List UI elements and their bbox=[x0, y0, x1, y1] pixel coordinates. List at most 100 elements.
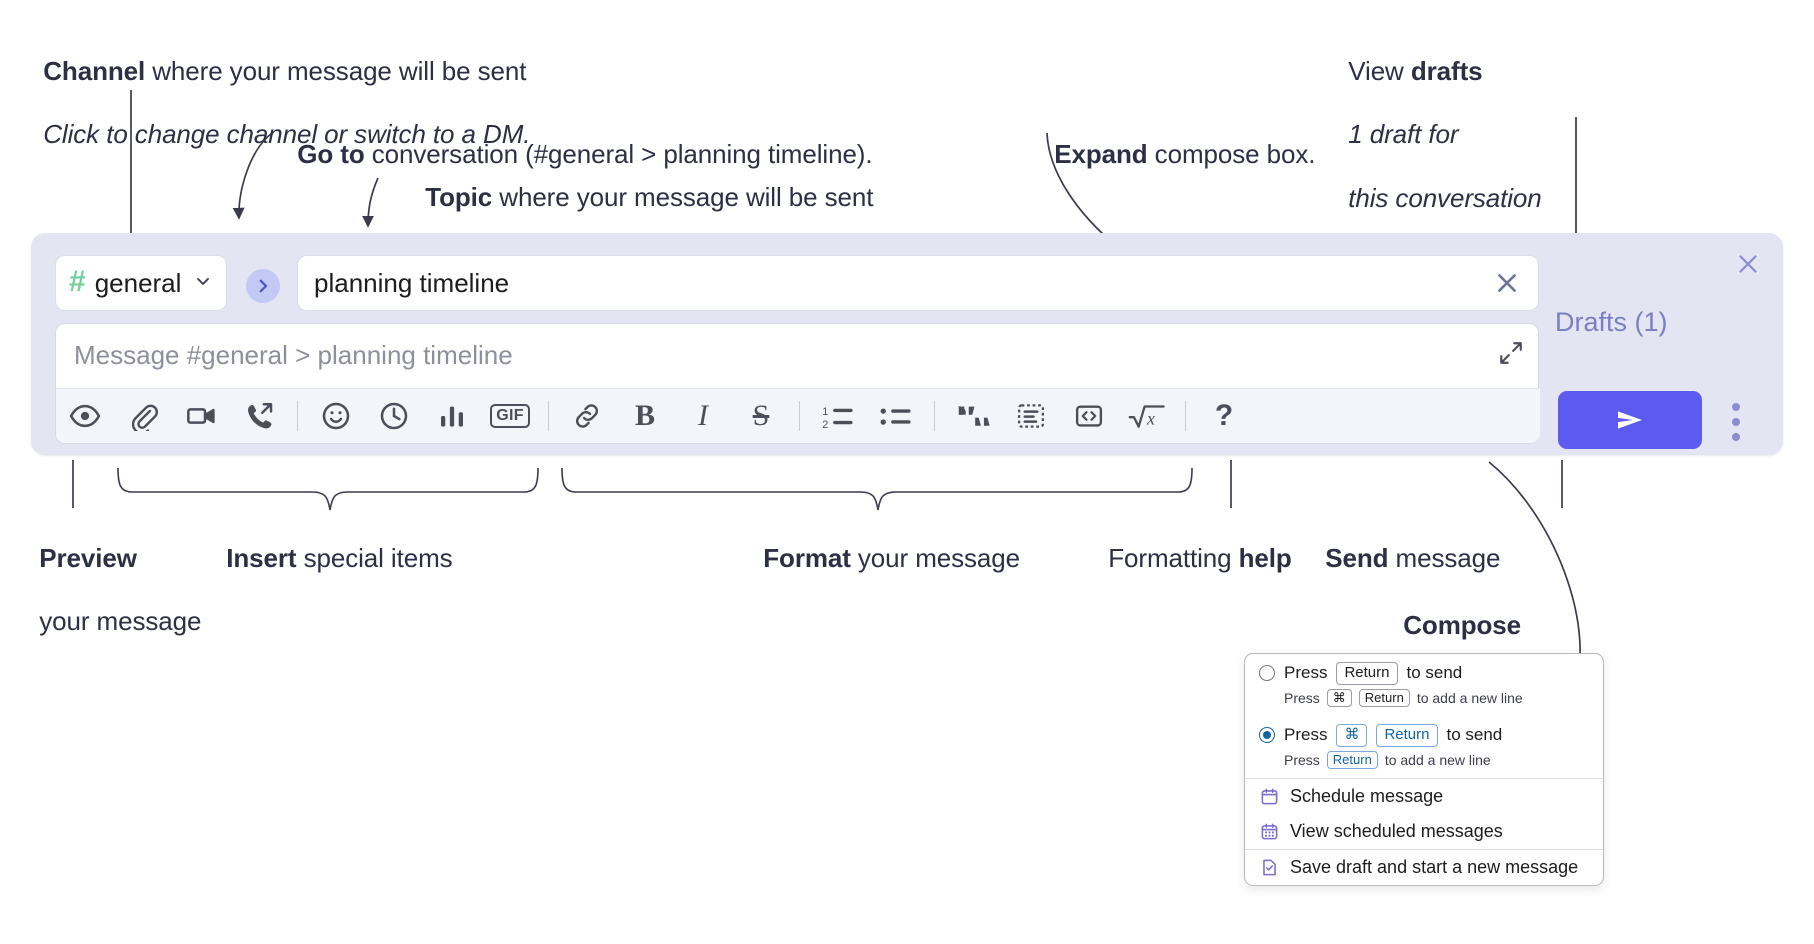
video-clip-button[interactable] bbox=[172, 389, 230, 443]
menu-item-save-draft[interactable]: Save draft and start a new message bbox=[1245, 850, 1603, 885]
schedule-button[interactable] bbox=[365, 389, 423, 443]
kebab-dot bbox=[1732, 418, 1740, 426]
annotation-topic-bold: Topic bbox=[425, 181, 493, 212]
send-option-return[interactable]: Press Return to send bbox=[1245, 654, 1603, 687]
preview-button[interactable] bbox=[56, 389, 114, 443]
radio-button-unselected[interactable] bbox=[1259, 665, 1275, 682]
strikethrough-button[interactable]: S bbox=[732, 389, 790, 443]
kebab-dot bbox=[1732, 403, 1740, 411]
calendar-grid-icon bbox=[1259, 822, 1279, 842]
annotation-topic: Topic where your message will be sent bbox=[411, 150, 873, 213]
annotation-drafts-italic2: this conversation bbox=[1348, 182, 1542, 213]
question-mark-icon: ? bbox=[1214, 399, 1234, 432]
send-button[interactable] bbox=[1558, 391, 1702, 449]
annotation-formatting-help-plain: Formatting bbox=[1108, 542, 1239, 573]
topic-value: planning timeline bbox=[314, 267, 510, 298]
compose-panel: Drafts (1) # general planning timeline bbox=[31, 233, 1783, 455]
annotation-format-bold: Format bbox=[763, 542, 851, 573]
annotation-drafts: View drafts 1 draft for this conversatio… bbox=[1334, 24, 1542, 214]
annotation-preview: Preview your message bbox=[25, 511, 201, 638]
close-icon bbox=[1498, 274, 1516, 292]
svg-text:x: x bbox=[1146, 408, 1155, 428]
kebab-dot bbox=[1732, 433, 1740, 441]
expand-compose-button[interactable] bbox=[1494, 336, 1528, 370]
annotation-insert-bold: Insert bbox=[226, 542, 297, 573]
option2-sub-tail: to add a new line bbox=[1384, 751, 1491, 768]
italic-button[interactable]: I bbox=[674, 389, 732, 443]
annotation-channel-italic: Click to change channel or switch to a D… bbox=[43, 119, 531, 150]
code-icon bbox=[1075, 405, 1103, 427]
annotation-send: Send message bbox=[1311, 511, 1500, 574]
strikethrough-glyph: S bbox=[752, 399, 770, 432]
gif-button[interactable]: GIF bbox=[481, 389, 539, 443]
option2-sub-press: Press bbox=[1284, 751, 1320, 768]
link-button[interactable] bbox=[558, 389, 616, 443]
compose-options-menu: Press Return to send Press ⌘ Return to a… bbox=[1244, 653, 1604, 886]
annotation-insert-rest: special items bbox=[296, 542, 453, 573]
send-option-cmd-return[interactable]: Press ⌘ Return to send bbox=[1245, 716, 1603, 749]
poll-button[interactable] bbox=[423, 389, 481, 443]
option2-tosend: to send bbox=[1446, 725, 1503, 745]
message-placeholder: Message #general > planning timeline bbox=[74, 340, 513, 370]
menu-divider bbox=[1245, 849, 1603, 850]
key-return: Return bbox=[1376, 724, 1438, 747]
annotation-format-rest: your message bbox=[850, 542, 1021, 573]
attach-file-button[interactable] bbox=[114, 389, 172, 443]
ordered-list-icon: 1 2 bbox=[822, 406, 853, 431]
bold-button[interactable]: B bbox=[616, 389, 674, 443]
bulleted-list-button[interactable] bbox=[867, 389, 925, 443]
menu-item-view-scheduled-messages[interactable]: View scheduled messages bbox=[1245, 814, 1603, 849]
quote-icon bbox=[958, 406, 990, 426]
code-button[interactable] bbox=[1060, 389, 1118, 443]
clear-topic-button[interactable] bbox=[1492, 268, 1522, 298]
annotation-channel-bold: Channel bbox=[43, 55, 146, 86]
svg-text:2: 2 bbox=[822, 419, 828, 431]
gif-label: GIF bbox=[490, 404, 530, 428]
annotation-send-bold: Send bbox=[1325, 542, 1389, 573]
blockquote-button[interactable] bbox=[944, 389, 1002, 443]
saved-draft-icon bbox=[1259, 858, 1279, 878]
annotation-compose-options-line1: Compose bbox=[1403, 609, 1522, 640]
annotation-channel: Channel where your message will be sent … bbox=[29, 24, 530, 151]
paper-plane-icon bbox=[1618, 411, 1642, 429]
key-command: ⌘ bbox=[1326, 688, 1352, 707]
option1-sub-press: Press bbox=[1284, 689, 1320, 706]
annotation-preview-line2: your message bbox=[39, 606, 202, 637]
annotation-format: Format your message bbox=[749, 511, 1020, 574]
message-input-box[interactable]: Message #general > planning timeline bbox=[55, 323, 1540, 444]
option2-press: Press bbox=[1284, 725, 1328, 745]
annotation-drafts-bold: drafts bbox=[1410, 55, 1483, 86]
annotation-goto: Go to conversation (#general > planning … bbox=[283, 107, 872, 170]
key-return: Return bbox=[1358, 688, 1410, 707]
menu-divider bbox=[1245, 778, 1603, 779]
audio-clip-button[interactable] bbox=[230, 389, 288, 443]
menu-item-label: Save draft and start a new message bbox=[1290, 857, 1579, 877]
drafts-link[interactable]: Drafts (1) bbox=[1555, 307, 1668, 337]
hash-icon: # bbox=[69, 265, 86, 298]
topic-field[interactable]: planning timeline bbox=[297, 255, 1539, 311]
code-block-button[interactable] bbox=[1002, 389, 1060, 443]
emoji-button[interactable] bbox=[307, 389, 365, 443]
menu-item-label: Schedule message bbox=[1290, 786, 1444, 806]
annotation-send-rest: message bbox=[1388, 542, 1501, 573]
radio-button-selected[interactable] bbox=[1259, 727, 1275, 744]
annotation-channel-rest: where your message will be sent bbox=[145, 55, 527, 86]
key-return: Return bbox=[1326, 750, 1378, 769]
channel-name-label: general bbox=[94, 267, 182, 298]
option1-tosend: to send bbox=[1406, 663, 1463, 683]
compose-options-button[interactable] bbox=[1723, 399, 1749, 445]
annotation-drafts-italic1: 1 draft for bbox=[1348, 119, 1459, 150]
svg-text:1: 1 bbox=[822, 406, 828, 418]
close-icon bbox=[1739, 255, 1757, 273]
close-panel-button[interactable] bbox=[1731, 247, 1765, 281]
menu-item-schedule-message[interactable]: Schedule message bbox=[1245, 779, 1603, 814]
math-button[interactable]: x bbox=[1118, 389, 1176, 443]
menu-item-label: View scheduled messages bbox=[1290, 821, 1503, 841]
go-to-conversation-button[interactable] bbox=[246, 269, 280, 303]
toolbar-separator bbox=[934, 401, 935, 431]
send-option-cmd-return-hint: Press Return to add a new line bbox=[1245, 749, 1603, 778]
phone-arrow-icon bbox=[248, 403, 273, 429]
formatting-help-button[interactable]: ? bbox=[1195, 389, 1253, 443]
ordered-list-button[interactable]: 1 2 bbox=[809, 389, 867, 443]
channel-selector-button[interactable]: # general bbox=[55, 255, 227, 311]
